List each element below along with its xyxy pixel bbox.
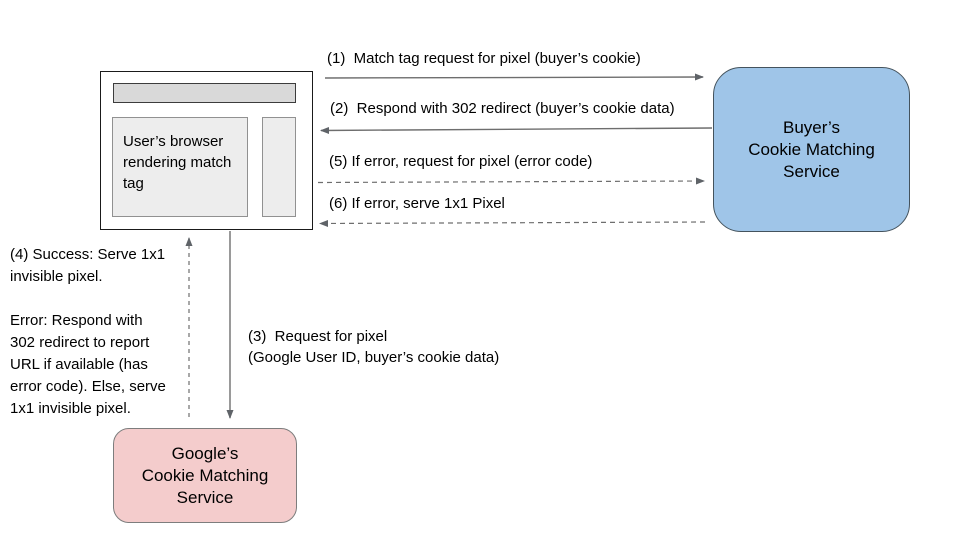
browser-scrollbar bbox=[262, 117, 296, 217]
arrow-6-error-serve-pixel bbox=[319, 219, 706, 227]
google-cookie-matching-service-node: Google’s Cookie Matching Service bbox=[113, 428, 297, 523]
browser-titlebar bbox=[113, 83, 296, 103]
browser-window: User’s browser rendering match tag bbox=[100, 71, 313, 230]
arrow-1-match-tag-request bbox=[324, 73, 704, 81]
buyer-cookie-matching-service-node: Buyer’s Cookie Matching Service bbox=[713, 67, 910, 232]
label-step6-error-serve-pixel: (6) If error, serve 1x1 Pixel bbox=[329, 195, 505, 212]
label-step2-302-redirect: (2) Respond with 302 redirect (buyer’s c… bbox=[330, 100, 675, 117]
browser-content-pane: User’s browser rendering match tag bbox=[112, 117, 248, 217]
label-step5-error-request: (5) If error, request for pixel (error c… bbox=[329, 153, 593, 170]
arrow-2-302-redirect-response bbox=[320, 126, 713, 134]
label-step3-request-for-pixel: (3) Request for pixel (Google User ID, b… bbox=[248, 328, 500, 366]
arrow-5-error-pixel-request bbox=[317, 177, 705, 185]
label-step4-success-error-note: (4) Success: Serve 1x1 invisible pixel. … bbox=[10, 246, 166, 417]
label-step1-match-tag-request: (1) Match tag request for pixel (buyer’s… bbox=[327, 50, 641, 67]
